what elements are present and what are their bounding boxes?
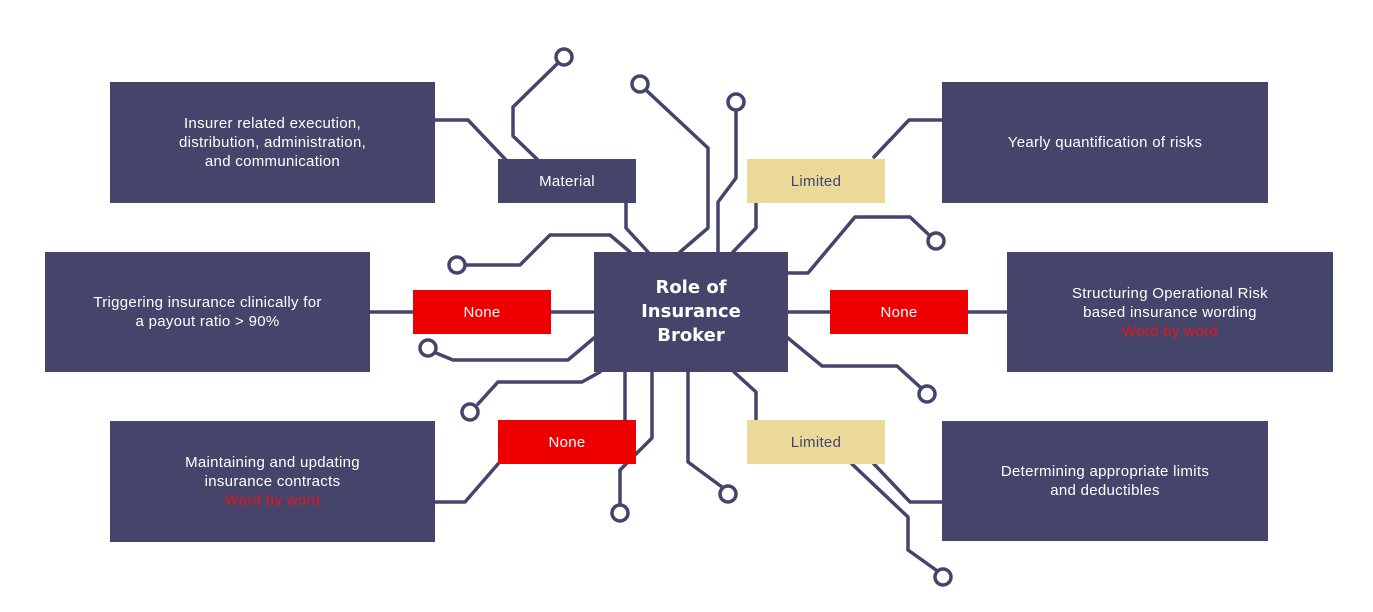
trace-line (786, 336, 922, 389)
box-text-line: Yearly quantification of risks (1007, 134, 1203, 151)
trace-line (511, 62, 559, 164)
tag-bottom-right: Limited (747, 420, 885, 464)
trace-end-node (917, 384, 937, 404)
trace-end-node (718, 484, 738, 504)
trace-line (786, 215, 930, 275)
box-text-line: and deductibles (1050, 482, 1160, 499)
box-text-line: Determining appropriate limits (1000, 463, 1210, 480)
trace-line (686, 370, 724, 489)
box-text-line: and communication (204, 153, 341, 170)
box-mid-left: Triggering insurance clinically for a pa… (45, 252, 370, 372)
trace-line (476, 370, 602, 406)
box-mid-right: Structuring Operational Risk based insur… (1007, 252, 1333, 372)
box-text-line: a payout ratio > 90% (135, 313, 280, 330)
box-text-line: based insurance wording (1083, 303, 1257, 321)
trace-end-node (926, 231, 946, 251)
trace-end-node (933, 567, 953, 587)
trace-end-node (418, 338, 438, 358)
box-text-line: distribution, administration, (178, 134, 367, 151)
tag-top-left: Material (498, 159, 636, 203)
trace-line (434, 336, 596, 362)
trace-end-node (630, 74, 650, 94)
connector-line (872, 462, 944, 504)
trace-end-node (447, 255, 467, 275)
trace-line (732, 370, 758, 422)
trace-line (731, 200, 758, 254)
trace-line (464, 233, 632, 267)
connector-line (433, 118, 508, 162)
box-note: Word by word (224, 492, 321, 509)
box-top-right: Yearly quantification of risks (942, 82, 1268, 203)
center-title-line: Role of (655, 277, 727, 298)
trace-end-node (460, 402, 480, 422)
box-text-line: Triggering insurance clinically for (93, 294, 322, 311)
tag-top-right: Limited (747, 159, 885, 203)
trace-end-node (610, 503, 630, 523)
box-text-line: Insurer related execution, (183, 115, 362, 132)
trace-line (645, 89, 710, 254)
box-top-left: Insurer related execution, distribution,… (110, 82, 435, 203)
box-note: Word by word (1122, 322, 1218, 340)
trace-end-node (726, 92, 746, 112)
box-bottom-right: Determining appropriate limits and deduc… (942, 421, 1268, 541)
tag-mid-right: None (830, 290, 968, 334)
trace-line (850, 462, 938, 572)
connector-line (433, 462, 500, 504)
center-box: Role of Insurance Broker (594, 252, 788, 372)
box-text-line: Maintaining and updating (185, 454, 360, 471)
trace-line (618, 370, 654, 507)
connector-line (872, 118, 944, 159)
center-title-line: Broker (657, 325, 725, 346)
center-title-line: Insurance (641, 301, 741, 322)
tag-mid-left: None (413, 290, 551, 334)
trace-line (624, 200, 650, 254)
box-bottom-left: Maintaining and updating insurance contr… (110, 421, 435, 542)
trace-end-node (554, 47, 574, 67)
box-text-line: Structuring Operational Risk (1072, 284, 1268, 302)
trace-line (716, 107, 738, 254)
tag-bottom-left: None (498, 420, 636, 464)
box-text-line: insurance contracts (204, 473, 341, 490)
